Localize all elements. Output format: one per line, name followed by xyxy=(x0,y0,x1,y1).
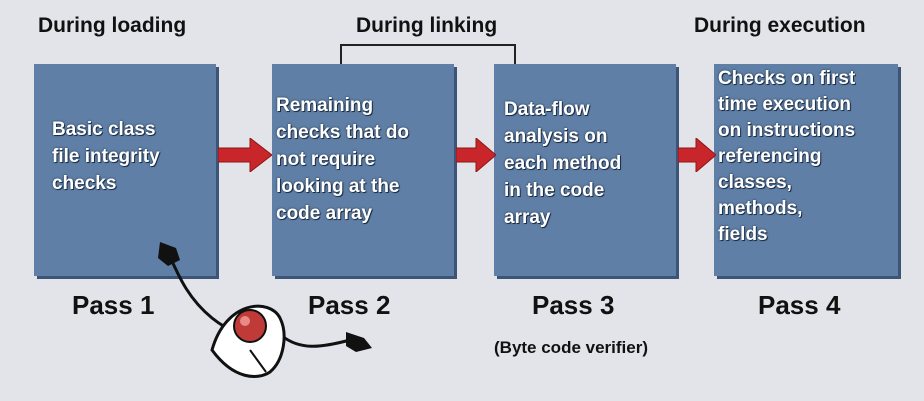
phase-label-linking: During linking xyxy=(356,14,498,37)
pass-4-label: Pass 4 xyxy=(758,290,841,320)
pass-1-box: Basic class file integrity checks xyxy=(34,64,216,276)
pass-1-description: Basic class file integrity checks xyxy=(52,119,160,194)
pass-3-description: Data-flow analysis on each method in the… xyxy=(504,99,622,228)
byte-code-verifier-note: (Byte code verifier) xyxy=(494,338,648,357)
pass-2-box: Remaining checks that do not require loo… xyxy=(272,64,454,276)
pass-1-label: Pass 1 xyxy=(72,290,155,320)
right-arrow-icon xyxy=(678,138,716,172)
duke-mascot-icon xyxy=(158,242,372,379)
pass-3-label: Pass 3 xyxy=(532,290,615,320)
pass-2-description: Remaining checks that do not require loo… xyxy=(276,95,410,224)
linking-bracket xyxy=(340,44,516,66)
pass-4-description: Checks on first time execution on instru… xyxy=(718,68,856,245)
right-arrow-icon xyxy=(456,138,496,172)
phase-label-execution: During execution xyxy=(694,14,866,37)
pass-3-box: Data-flow analysis on each method in the… xyxy=(494,64,676,276)
phase-label-loading: During loading xyxy=(38,14,187,37)
right-arrow-icon xyxy=(218,138,272,172)
pass-2-label: Pass 2 xyxy=(308,290,391,320)
pass-4-box: Checks on first time execution on instru… xyxy=(714,64,898,276)
